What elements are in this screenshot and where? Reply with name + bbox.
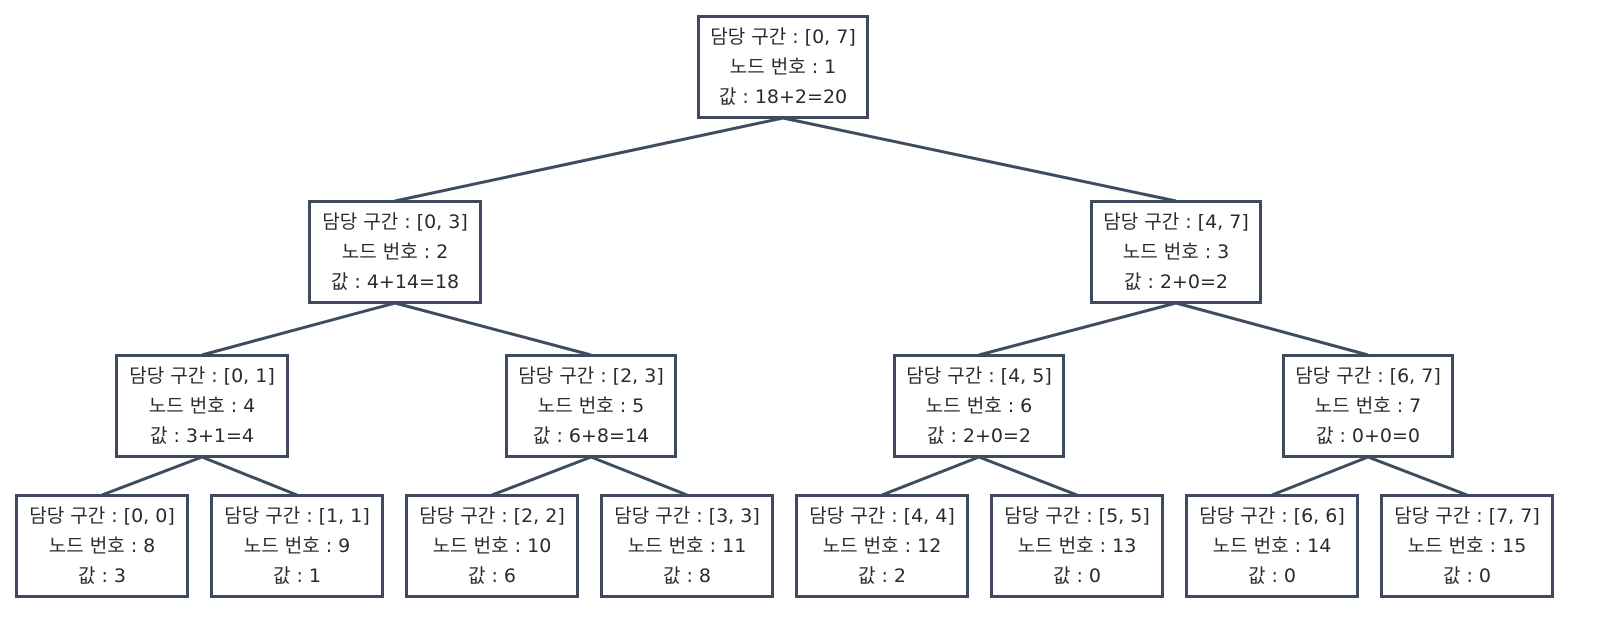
edge-3-6	[978, 301, 1177, 357]
node-range: 담당 구간 : [2, 3]	[518, 365, 664, 387]
node-range: 담당 구간 : [0, 0]	[29, 505, 175, 527]
edge-1-3	[782, 116, 1177, 203]
node-value: 값 : 6	[467, 565, 517, 587]
node-value: 값 : 18+2=20	[718, 86, 848, 108]
tree-node-2: 담당 구간 : [0, 3] 노드 번호 : 2 값 : 4+14=18	[308, 200, 482, 304]
tree-node-7: 담당 구간 : [6, 7] 노드 번호 : 7 값 : 0+0=0	[1282, 354, 1454, 458]
node-range: 담당 구간 : [1, 1]	[224, 505, 370, 527]
node-index: 노드 번호 : 14	[1212, 535, 1332, 557]
node-range: 담당 구간 : [6, 6]	[1199, 505, 1345, 527]
node-range: 담당 구간 : [7, 7]	[1394, 505, 1540, 527]
tree-node-13: 담당 구간 : [5, 5] 노드 번호 : 13 값 : 0	[990, 494, 1164, 598]
tree-node-5: 담당 구간 : [2, 3] 노드 번호 : 5 값 : 6+8=14	[505, 354, 677, 458]
node-range: 담당 구간 : [4, 5]	[906, 365, 1052, 387]
node-range: 담당 구간 : [4, 7]	[1103, 211, 1249, 233]
tree-node-10: 담당 구간 : [2, 2] 노드 번호 : 10 값 : 6	[405, 494, 579, 598]
node-range: 담당 구간 : [0, 7]	[710, 26, 856, 48]
node-index: 노드 번호 : 9	[243, 535, 351, 557]
node-value: 값 : 2	[857, 565, 907, 587]
tree-node-14: 담당 구간 : [6, 6] 노드 번호 : 14 값 : 0	[1185, 494, 1359, 598]
node-value: 값 : 0	[1442, 565, 1492, 587]
node-value: 값 : 2+0=2	[926, 425, 1032, 447]
node-range: 담당 구간 : [5, 5]	[1004, 505, 1150, 527]
tree-node-6: 담당 구간 : [4, 5] 노드 번호 : 6 값 : 2+0=2	[893, 354, 1065, 458]
edge-1-2	[394, 116, 784, 203]
node-range: 담당 구간 : [6, 7]	[1295, 365, 1441, 387]
tree-node-1: 담당 구간 : [0, 7] 노드 번호 : 1 값 : 18+2=20	[697, 15, 869, 119]
node-index: 노드 번호 : 1	[729, 56, 837, 78]
node-value: 값 : 0+0=0	[1315, 425, 1421, 447]
node-index: 노드 번호 : 2	[341, 241, 449, 263]
tree-node-15: 담당 구간 : [7, 7] 노드 번호 : 15 값 : 0	[1380, 494, 1554, 598]
node-index: 노드 번호 : 15	[1407, 535, 1527, 557]
edge-5-11	[590, 455, 688, 497]
node-index: 노드 번호 : 11	[627, 535, 747, 557]
node-value: 값 : 6+8=14	[532, 425, 650, 447]
node-value: 값 : 0	[1247, 565, 1297, 587]
node-index: 노드 번호 : 12	[822, 535, 942, 557]
tree-node-11: 담당 구간 : [3, 3] 노드 번호 : 11 값 : 8	[600, 494, 774, 598]
node-range: 담당 구간 : [4, 4]	[809, 505, 955, 527]
node-index: 노드 번호 : 8	[48, 535, 156, 557]
tree-node-4: 담당 구간 : [0, 1] 노드 번호 : 4 값 : 3+1=4	[115, 354, 289, 458]
edge-4-8	[101, 455, 203, 497]
tree-node-9: 담당 구간 : [1, 1] 노드 번호 : 9 값 : 1	[210, 494, 384, 598]
node-range: 담당 구간 : [0, 1]	[129, 365, 275, 387]
tree-node-8: 담당 구간 : [0, 0] 노드 번호 : 8 값 : 3	[15, 494, 189, 598]
node-index: 노드 번호 : 10	[432, 535, 552, 557]
edge-6-13	[978, 455, 1078, 497]
node-index: 노드 번호 : 6	[925, 395, 1033, 417]
edge-3-7	[1175, 301, 1369, 357]
node-range: 담당 구간 : [3, 3]	[614, 505, 760, 527]
node-value: 값 : 3+1=4	[149, 425, 255, 447]
edge-7-14	[1271, 455, 1369, 497]
node-index: 노드 번호 : 4	[148, 395, 256, 417]
node-value: 값 : 3	[77, 565, 127, 587]
node-index: 노드 번호 : 5	[537, 395, 645, 417]
node-value: 값 : 0	[1052, 565, 1102, 587]
tree-node-12: 담당 구간 : [4, 4] 노드 번호 : 12 값 : 2	[795, 494, 969, 598]
node-index: 노드 번호 : 13	[1017, 535, 1137, 557]
edge-2-5	[394, 301, 592, 357]
node-range: 담당 구간 : [0, 3]	[322, 211, 468, 233]
node-value: 값 : 4+14=18	[330, 271, 460, 293]
edge-2-4	[201, 301, 396, 357]
node-index: 노드 번호 : 7	[1314, 395, 1422, 417]
edge-4-9	[201, 455, 298, 497]
node-value: 값 : 8	[662, 565, 712, 587]
edge-7-15	[1367, 455, 1468, 497]
node-range: 담당 구간 : [2, 2]	[419, 505, 565, 527]
edge-6-12	[881, 455, 980, 497]
edge-5-10	[491, 455, 592, 497]
node-index: 노드 번호 : 3	[1122, 241, 1230, 263]
tree-node-3: 담당 구간 : [4, 7] 노드 번호 : 3 값 : 2+0=2	[1090, 200, 1262, 304]
node-value: 값 : 1	[272, 565, 322, 587]
node-value: 값 : 2+0=2	[1123, 271, 1229, 293]
